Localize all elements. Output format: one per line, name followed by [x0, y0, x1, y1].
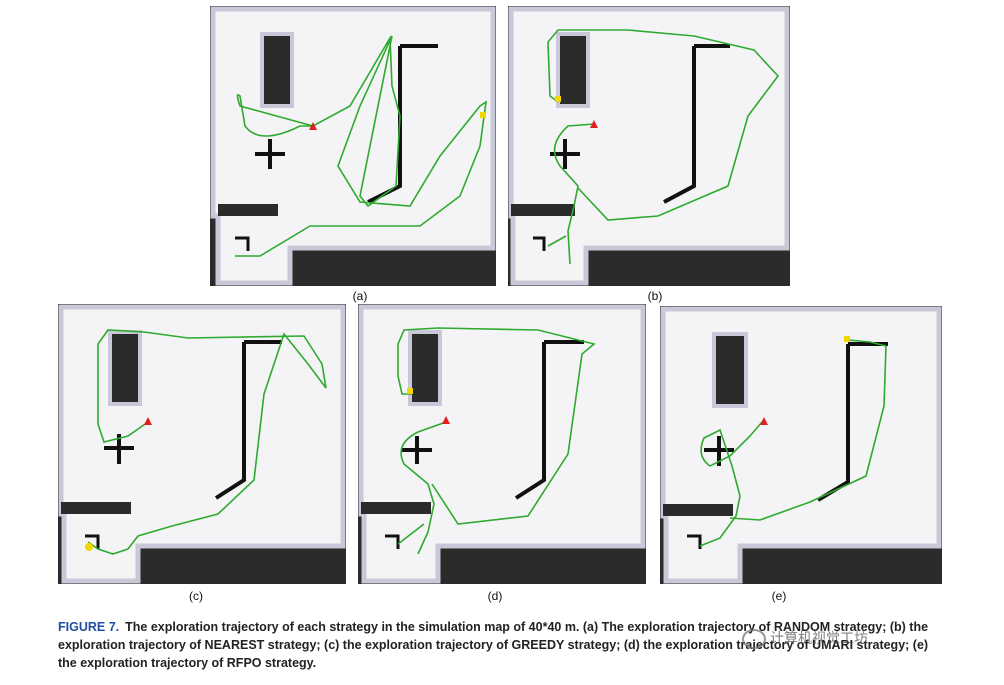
- start-marker-d: [442, 416, 450, 424]
- panel-label-c: (c): [189, 589, 203, 603]
- figure-label: FIGURE 7.: [58, 620, 120, 634]
- panel-label-b: (b): [647, 289, 663, 303]
- map-panel-e: [660, 306, 942, 584]
- panel-c: [58, 304, 346, 584]
- watermark-text: 计算机视觉工坊: [770, 631, 868, 647]
- panel-e: [660, 306, 942, 584]
- goal-marker-b: [555, 96, 561, 102]
- panel-label-d: (d): [487, 589, 503, 603]
- start-marker-a: [309, 122, 317, 130]
- trajectory-d: [397, 327, 596, 555]
- start-marker-b: [590, 120, 598, 128]
- panel-a: [210, 6, 496, 286]
- map-panel-a: [210, 6, 496, 286]
- caption-text: The exploration trajectory of each strat…: [58, 620, 929, 670]
- trajectory-e: [699, 339, 887, 547]
- panel-label-a: (a): [352, 289, 368, 303]
- goal-marker-e: [844, 336, 850, 342]
- panel-b: [508, 6, 790, 286]
- trajectory-c: [87, 329, 327, 555]
- trajectory-a: [235, 35, 488, 257]
- start-marker-c: [144, 417, 152, 425]
- figure-caption: FIGURE 7.The exploration trajectory of e…: [58, 618, 948, 672]
- map-panel-b: [508, 6, 790, 286]
- goal-marker-c: [85, 543, 93, 551]
- trajectory-b: [547, 29, 780, 265]
- goal-marker-d: [407, 388, 413, 394]
- goal-marker-a: [480, 112, 486, 118]
- map-panel-d: [358, 304, 646, 584]
- start-marker-e: [760, 417, 768, 425]
- wechat-icon: [742, 629, 766, 649]
- panel-d: [358, 304, 646, 584]
- map-panel-c: [58, 304, 346, 584]
- panel-label-e: (e): [771, 589, 787, 603]
- watermark: 计算机视觉工坊: [742, 628, 868, 649]
